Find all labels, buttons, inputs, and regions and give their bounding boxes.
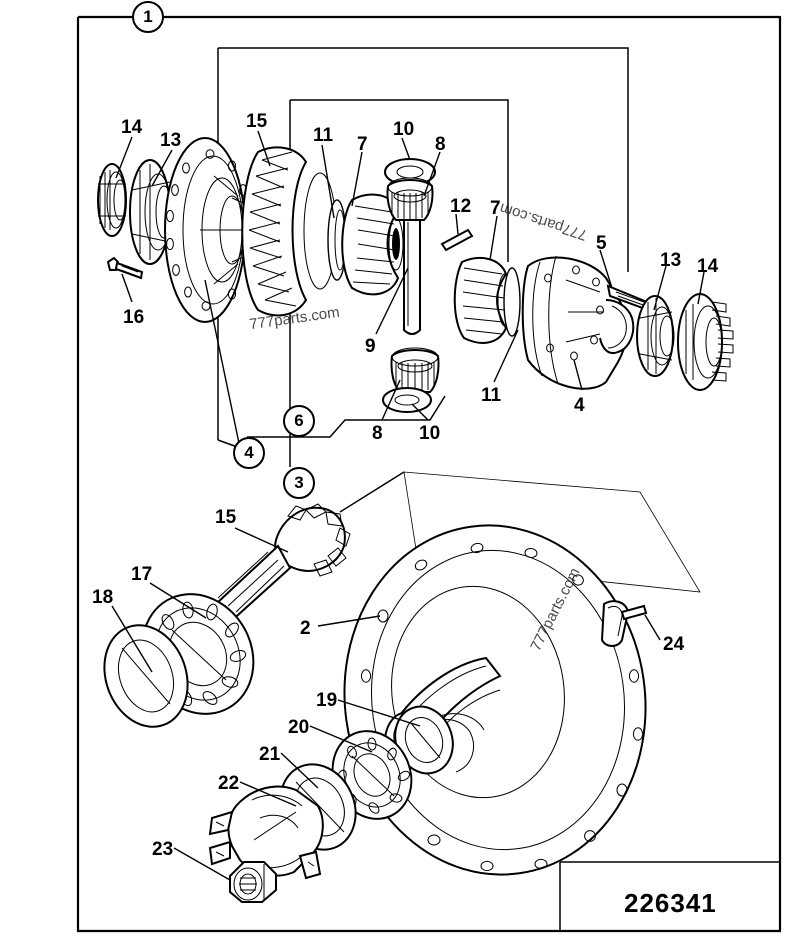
part-number-box-border: [559, 861, 780, 931]
part-9-cross-shaft: [403, 219, 421, 335]
callout-circle-4[interactable]: 4: [233, 437, 265, 469]
part-label-16: 16: [123, 307, 145, 328]
part-label-14-right: 14: [697, 256, 719, 277]
leader-lines-lower: [111, 471, 661, 881]
part-11-thrust-washer-right: [503, 267, 521, 337]
part-label-13-left: 13: [160, 130, 182, 151]
part-label-15-top: 15: [246, 111, 268, 132]
part-label-22: 22: [218, 773, 240, 794]
leader-lines-upper: [115, 130, 705, 449]
part-14-left-lock-ring: [97, 163, 127, 237]
part-22-drive-yoke: [208, 785, 324, 880]
part-label-20: 20: [288, 717, 310, 738]
part-12-roll-pin: [440, 228, 474, 252]
part-4-right-diff-carrier: [521, 255, 635, 390]
part-13-right-bearing: [636, 295, 675, 377]
part-24-dowel-pin: [620, 604, 648, 621]
part-label-4-right: 4: [574, 395, 585, 416]
part-label-8-b: 8: [372, 423, 383, 444]
part-label-10-top: 10: [393, 119, 415, 140]
part-8-pinion-gear-bottom: [390, 347, 440, 393]
part-label-9: 9: [365, 336, 376, 357]
diagram-part-number: 226341: [624, 888, 717, 918]
part-label-23: 23: [152, 839, 174, 860]
part-2-axle-housing: [343, 524, 647, 876]
part-label-7-b: 7: [490, 198, 501, 219]
callout-circle-1[interactable]: 1: [132, 1, 164, 33]
part-18-shim-ring: [103, 624, 189, 728]
housing-construction-outline: [403, 471, 701, 593]
part-label-19: 19: [316, 690, 338, 711]
part-23-pinion-nut: [229, 861, 277, 903]
part-13-left-bearing: [129, 159, 173, 265]
part-label-5: 5: [596, 233, 607, 254]
part-15-crown-wheel: [241, 146, 337, 317]
part-14-right-lock-ring: [677, 293, 734, 391]
part-4-left-diff-case: [164, 137, 251, 323]
part-label-17: 17: [131, 564, 153, 585]
part-label-24: 24: [663, 634, 685, 655]
part-label-12: 12: [450, 196, 472, 217]
part-16-bolt: [106, 256, 144, 280]
part-label-14-left: 14: [121, 117, 143, 138]
callout-circle-6[interactable]: 6: [283, 405, 315, 437]
callout-connectors: [78, 16, 780, 467]
part-label-21: 21: [259, 744, 281, 765]
part-8-pinion-gear-top: [386, 177, 434, 221]
part-label-15-bottom: 15: [215, 507, 237, 528]
part-label-13-right: 13: [660, 250, 682, 271]
part-label-2: 2: [300, 618, 311, 639]
part-label-7-a: 7: [357, 134, 368, 155]
part-label-8-a: 8: [435, 134, 446, 155]
part-label-10-bottom: 10: [419, 423, 441, 444]
part-label-11-bottom: 11: [481, 385, 502, 406]
part-label-18: 18: [92, 587, 114, 608]
callout-circle-3[interactable]: 3: [283, 467, 315, 499]
part-label-11-top: 11: [313, 125, 334, 146]
part-10-thrust-washer-bottom: [382, 387, 432, 413]
